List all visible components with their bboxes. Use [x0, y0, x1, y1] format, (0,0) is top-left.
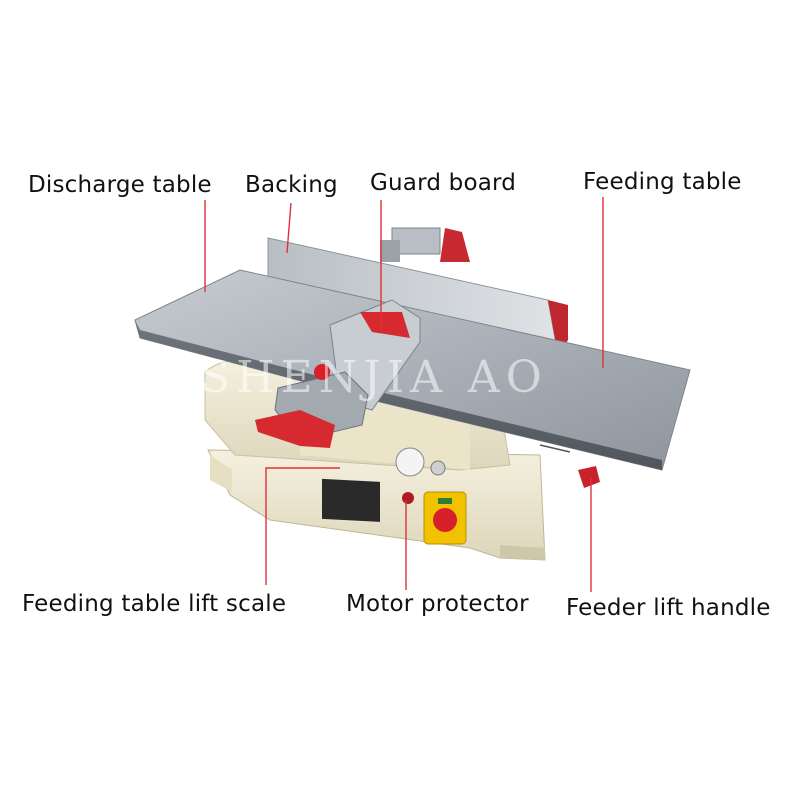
fence-bracket — [380, 227, 470, 262]
label-discharge-table: Discharge table — [28, 172, 212, 198]
motor-protector-button — [402, 492, 414, 504]
pointer-lines — [204, 197, 604, 592]
watermark-text: SHENJIA AO — [200, 352, 548, 403]
label-feeding-table: Feeding table — [583, 169, 742, 195]
pointer-lift-scale — [265, 467, 340, 585]
label-motor-protector: Motor protector — [346, 591, 529, 617]
pointer-backing — [286, 202, 292, 254]
feeder-lift-knob — [578, 466, 600, 488]
cutter-head-block — [255, 364, 369, 448]
power-switch — [423, 491, 467, 545]
label-feeder-lift-handle: Feeder lift handle — [566, 595, 771, 621]
label-guard-board: Guard board — [370, 170, 517, 196]
label-backing: Backing — [245, 172, 338, 198]
planer-table — [134, 269, 691, 471]
lift-scale-plate — [322, 447, 446, 522]
label-feeding-table-lift-scale: Feeding table lift scale — [22, 591, 287, 617]
